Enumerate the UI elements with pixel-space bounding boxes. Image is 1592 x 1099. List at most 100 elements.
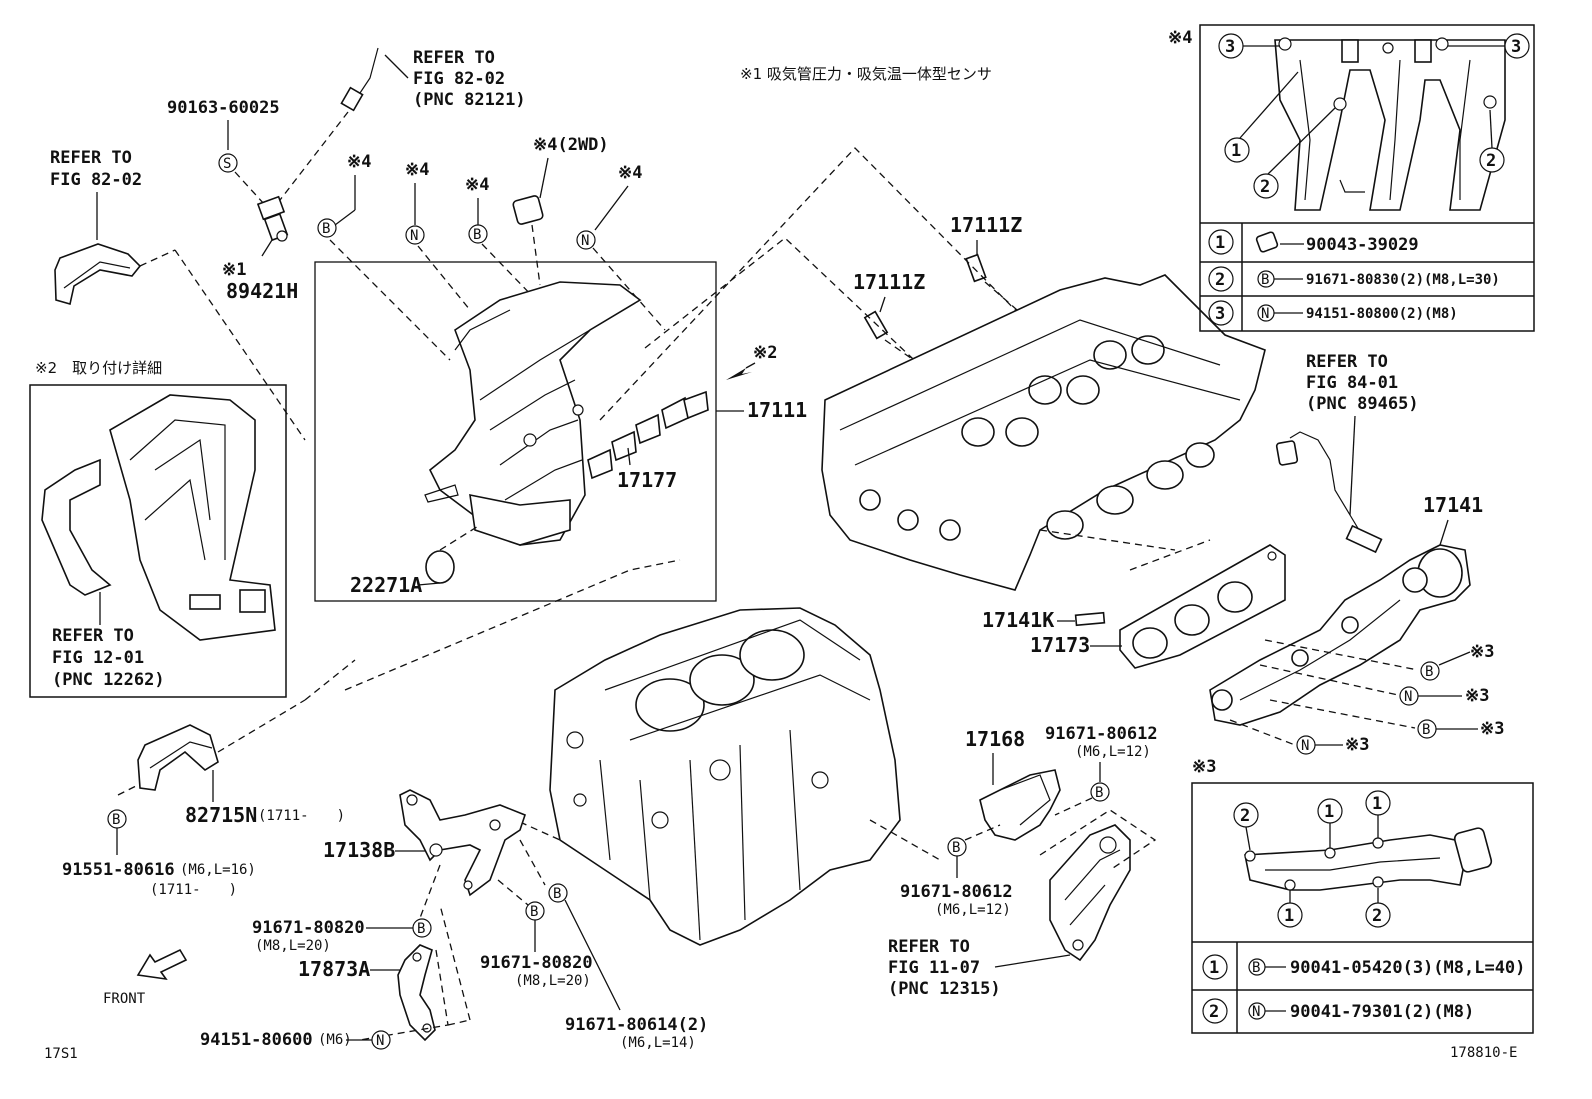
svg-text:94151-80800(2)(M8): 94151-80800(2)(M8) xyxy=(1306,306,1458,322)
gasket-17177-shape xyxy=(587,390,709,480)
part-89421h[interactable]: 89421H xyxy=(226,279,298,303)
svg-text:(1711- ): (1711- ) xyxy=(150,882,237,898)
part-17141k[interactable]: 17141K xyxy=(982,608,1054,632)
symbol-s-screw xyxy=(218,153,238,173)
svg-text:FIG 12-01: FIG 12-01 xyxy=(52,648,144,668)
arrow-mark-2 xyxy=(726,368,752,380)
part-91671-80820-a[interactable]: 91671-80820 (M8,L=20) xyxy=(252,918,365,954)
svg-text:90043-39029: 90043-39029 xyxy=(1306,235,1419,255)
part-17111[interactable]: 17111 xyxy=(747,398,807,422)
part-17173[interactable]: 17173 xyxy=(1030,633,1090,657)
svg-text:2: 2 xyxy=(1209,1002,1219,1022)
mark-1: ※1 xyxy=(222,260,246,280)
svg-text:1: 1 xyxy=(1215,233,1225,253)
part-17138b[interactable]: 17138B xyxy=(323,838,395,862)
detail-4-row-1[interactable]: 1 90043-39029 xyxy=(1208,229,1419,255)
svg-text:(M6,L=16): (M6,L=16) xyxy=(180,862,256,878)
detail-3-row-1[interactable]: 1 B 90041-05420(3)(M8,L=40) xyxy=(1202,954,1525,980)
part-91671-80612-b[interactable]: 91671-80612 (M6,L=12) xyxy=(900,882,1013,918)
svg-text:N: N xyxy=(1404,689,1412,705)
svg-text:B: B xyxy=(952,840,960,856)
part-17111z-a[interactable]: 17111Z xyxy=(950,213,1022,237)
bracket-17873a-shape xyxy=(397,944,436,1042)
detail-3-manifold-sketch xyxy=(1244,827,1493,891)
symbol-b-3 xyxy=(1420,661,1440,681)
svg-text:B: B xyxy=(1261,272,1269,288)
mark-4-b: ※4 xyxy=(405,160,429,180)
part-91551-80616[interactable]: 91551-80616 (M6,L=16) (1711- ) xyxy=(62,860,256,898)
svg-text:1: 1 xyxy=(1324,802,1334,822)
svg-text:B: B xyxy=(1252,960,1260,976)
starter-bracket-shape xyxy=(1049,824,1131,962)
part-90163-60025[interactable]: 90163-60025 xyxy=(167,98,280,118)
svg-text:REFER TO: REFER TO xyxy=(888,937,970,957)
svg-text:90041-05420(3)(M8,L=40): 90041-05420(3)(M8,L=40) xyxy=(1290,958,1525,978)
svg-text:B: B xyxy=(417,921,425,937)
symbol-b-9 xyxy=(1090,782,1110,802)
svg-text:FIG 11-07: FIG 11-07 xyxy=(888,958,980,978)
mark-3-c: ※3 xyxy=(1480,719,1504,739)
bracket-82-02-shape xyxy=(54,243,142,306)
svg-text:N: N xyxy=(1261,306,1269,322)
detail-4-row-2[interactable]: 2 B 91671-80830(2)(M8,L=30) xyxy=(1208,266,1500,292)
intake-manifold-shape xyxy=(424,281,642,546)
refer-to-12262[interactable]: REFER TO FIG 12-01 (PNC 12262) xyxy=(52,626,165,690)
cylinder-block-shape xyxy=(549,607,901,946)
svg-text:B: B xyxy=(1425,664,1433,680)
refer-to-89465[interactable]: REFER TO FIG 84-01 (PNC 89465) xyxy=(1306,352,1419,414)
stud-17111z-b-shape xyxy=(863,310,889,340)
front-arrow xyxy=(136,948,188,981)
part-17141[interactable]: 17141 xyxy=(1423,493,1483,517)
svg-text:B: B xyxy=(1422,722,1430,738)
symbol-b-1 xyxy=(317,218,337,238)
svg-text:B: B xyxy=(473,227,481,243)
part-82715n[interactable]: 82715N xyxy=(185,803,257,827)
o2-sensor-wire-shape xyxy=(1289,431,1366,541)
symbol-n-5 xyxy=(371,1030,391,1050)
gasket-22271a-shape xyxy=(425,550,455,584)
detail-4-row-3[interactable]: 3 N 94151-80800(2)(M8) xyxy=(1208,300,1458,326)
svg-text:B: B xyxy=(322,221,330,237)
svg-text:B: B xyxy=(1095,785,1103,801)
svg-text:2: 2 xyxy=(1372,906,1382,926)
part-82715n-serial: (1711- ) xyxy=(258,808,345,824)
part-94151-80600[interactable]: 94151-80600 (M6) xyxy=(200,1030,352,1050)
refer-to-82121[interactable]: REFER TO FIG 82-02 (PNC 82121) xyxy=(413,48,526,110)
part-17168[interactable]: 17168 xyxy=(965,727,1025,751)
svg-text:(M8,L=20): (M8,L=20) xyxy=(515,973,591,989)
svg-text:2: 2 xyxy=(1486,151,1496,171)
bracket-17138b-shape xyxy=(399,789,526,897)
svg-text:N: N xyxy=(1301,738,1309,754)
part-17177[interactable]: 17177 xyxy=(617,468,677,492)
mark-3-d: ※3 xyxy=(1345,735,1369,755)
svg-text:91671-80820: 91671-80820 xyxy=(252,918,365,938)
svg-text:(M6): (M6) xyxy=(318,1032,352,1048)
svg-text:91671-80614(2): 91671-80614(2) xyxy=(565,1015,708,1035)
svg-text:94151-80600: 94151-80600 xyxy=(200,1030,313,1050)
svg-text:2: 2 xyxy=(1215,270,1225,290)
refer-to-12315[interactable]: REFER TO FIG 11-07 (PNC 12315) xyxy=(888,937,1001,999)
part-17111z-b[interactable]: 17111Z xyxy=(853,270,925,294)
part-22271a[interactable]: 22271A xyxy=(350,573,422,597)
map-sensor-shape xyxy=(256,195,289,242)
part-91671-80614[interactable]: 91671-80614(2) (M6,L=14) xyxy=(565,1015,708,1051)
svg-text:B: B xyxy=(530,904,538,920)
refer-to-fig-82-02[interactable]: REFER TO FIG 82-02 xyxy=(50,148,142,190)
detail-3-row-2[interactable]: 2 N 90041-79301(2)(M8) xyxy=(1202,998,1474,1024)
gasket-17173-shape xyxy=(1119,544,1286,669)
svg-text:(PNC 12262): (PNC 12262) xyxy=(52,670,165,690)
svg-text:1: 1 xyxy=(1209,958,1219,978)
detail-2-manifold-sketch xyxy=(41,394,276,641)
svg-text:N: N xyxy=(1252,1004,1260,1020)
figure-code-left: 17S1 xyxy=(44,1046,78,1062)
part-91671-80820-b[interactable]: 91671-80820 (M8,L=20) xyxy=(480,953,593,989)
svg-text:1: 1 xyxy=(1231,141,1241,161)
svg-text:2: 2 xyxy=(1240,806,1250,826)
svg-text:91671-80820: 91671-80820 xyxy=(480,953,593,973)
note-1-sensor: ※1 吸気管圧力・吸気温一体型センサ xyxy=(740,65,992,83)
part-91671-80612-a[interactable]: 91671-80612 (M6,L=12) xyxy=(1045,724,1158,760)
part-17873a[interactable]: 17873A xyxy=(298,957,370,981)
detail-4-box xyxy=(1199,24,1535,332)
svg-text:91671-80830(2)(M8,L=30): 91671-80830(2)(M8,L=30) xyxy=(1306,272,1500,288)
